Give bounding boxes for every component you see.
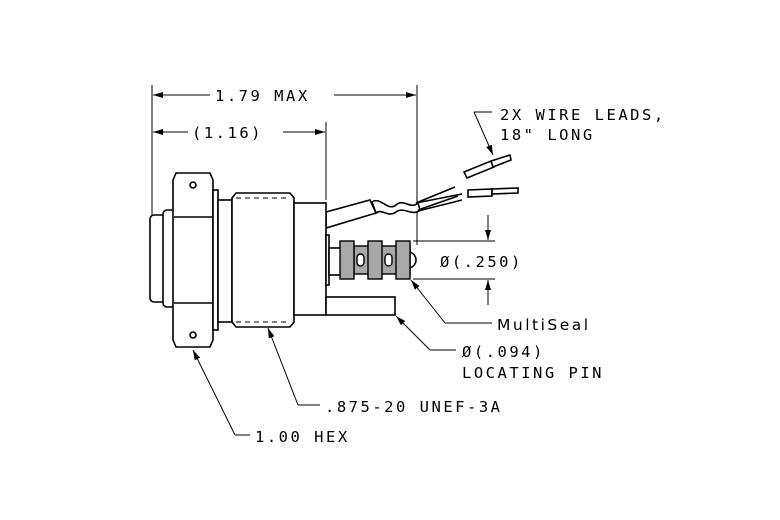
dimension-seal-diameter: Ø(.250) [413,215,523,305]
locating-pin-label: LOCATING PIN [462,364,604,382]
seal-stem [328,247,342,276]
dimension-body-length: (1.16) [153,124,325,142]
rear-body [293,202,327,316]
multiseal [339,240,417,280]
extension-lines [151,85,418,245]
callout-wire-leads: 2X WIRE LEADS, 18" LONG [473,106,666,156]
overall-length-label: 1.79 MAX [215,87,310,105]
shoulder-ring [217,199,233,323]
locating-pin [325,296,396,316]
wire-leads [325,153,519,230]
callout-thread: .875-20 UNEF-3A [267,327,502,416]
locating-pin-diameter-label: Ø(.094) [462,343,545,361]
seal-diameter-label: Ø(.250) [440,253,523,271]
multiseal-label: MultiSeal [497,316,591,334]
hex-label: 1.00 HEX [255,428,350,446]
body-length-label: (1.16) [192,124,263,142]
hex-nut [172,172,214,348]
callout-multiseal: MultiSeal [410,279,591,334]
dimension-overall-length: 1.79 MAX [153,87,416,105]
threaded-body [231,192,295,328]
callout-locating-pin: Ø(.094) LOCATING PIN [395,315,604,382]
thread-label: .875-20 UNEF-3A [325,398,502,416]
callout-hex: 1.00 HEX [192,349,350,446]
wire-leads-label: 2X WIRE LEADS, [500,106,666,124]
wire-length-label: 18" LONG [500,126,595,144]
